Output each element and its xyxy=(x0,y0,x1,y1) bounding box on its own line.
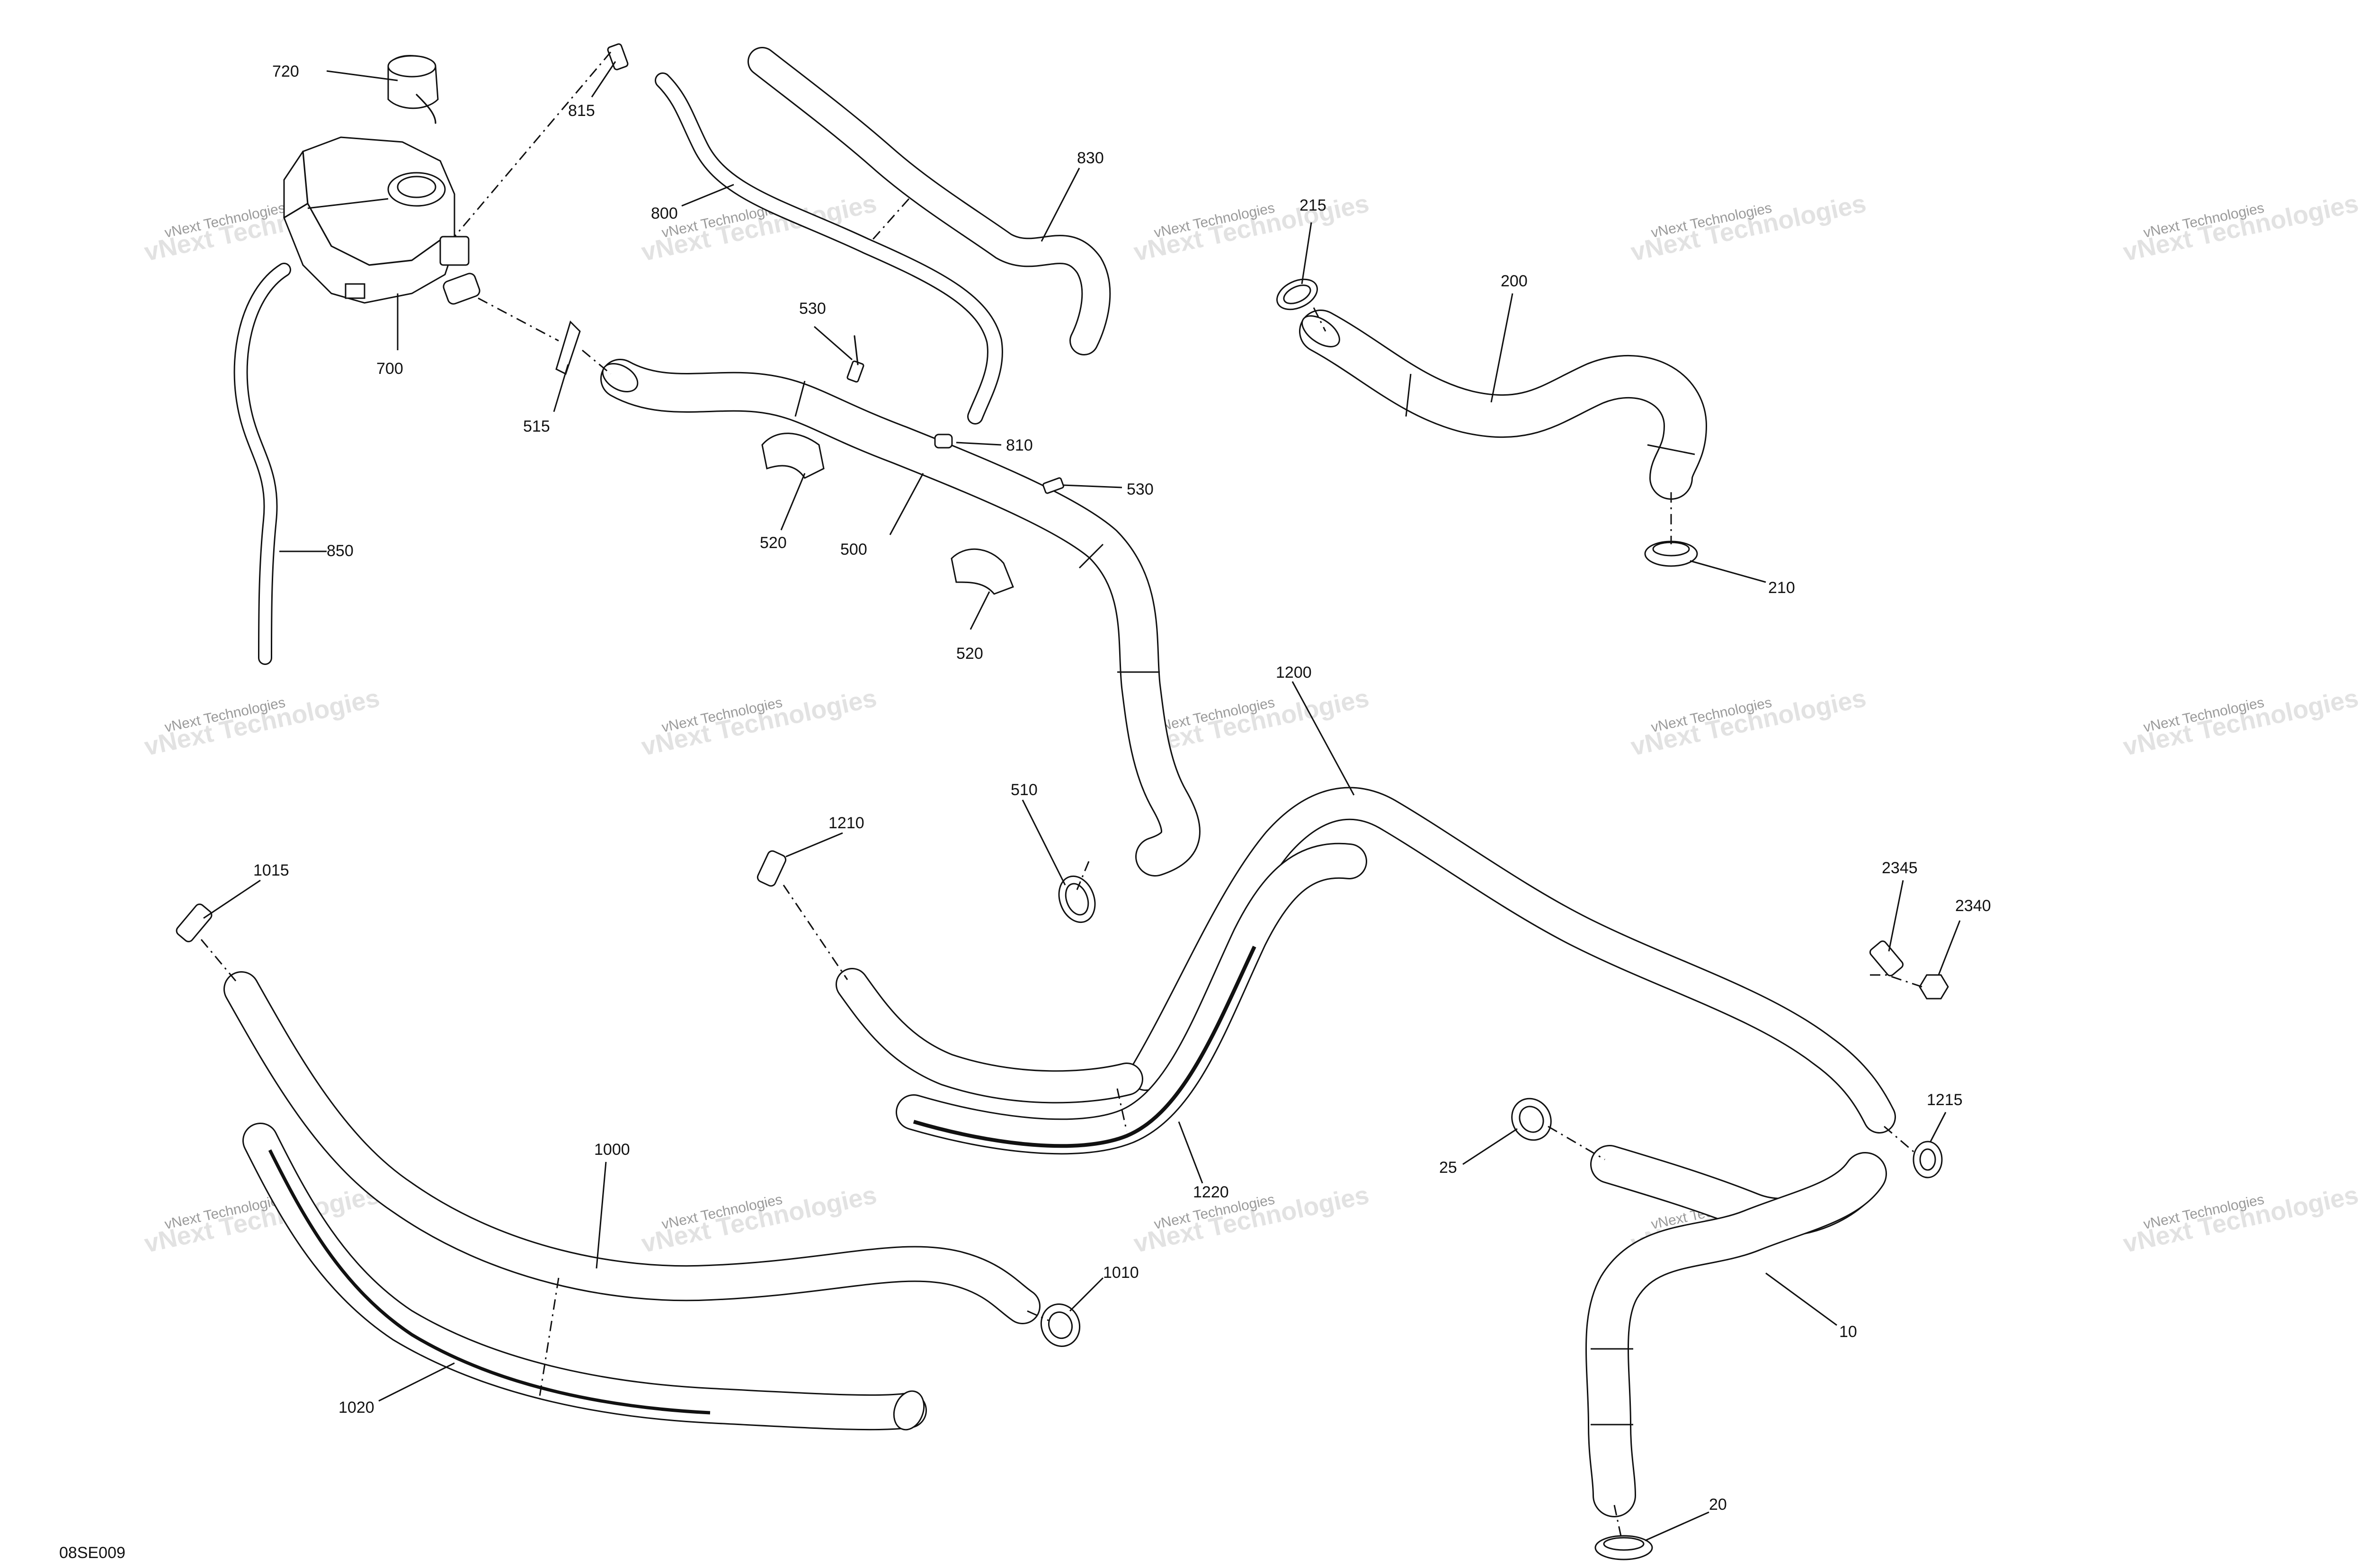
clip-815 xyxy=(607,43,629,71)
callout-labels: 720 815 800 830 700 515 850 530 810 530 … xyxy=(253,62,1991,1514)
clamp-510 xyxy=(1058,875,1096,923)
clamp-1010 xyxy=(1040,1303,1081,1347)
fitting-1015 xyxy=(176,904,213,942)
watermark-grid: vNext Technologies vNext Technologies vN… xyxy=(142,189,2361,1258)
hose-1210-segment xyxy=(836,968,1143,1104)
assembly-lines xyxy=(200,52,1922,1539)
hose-10 xyxy=(1585,1145,1887,1517)
callout-1015: 1015 xyxy=(253,861,289,879)
callout-810: 810 xyxy=(1006,436,1033,454)
fitting-1210 xyxy=(756,850,787,887)
callout-1220: 1220 xyxy=(1193,1183,1229,1201)
fitting-810 xyxy=(934,434,953,449)
callout-10: 10 xyxy=(1839,1323,1857,1341)
watermark: vNext Technologies vNext Technologies xyxy=(1131,1180,1372,1258)
clamp-210 xyxy=(1644,540,1698,567)
sensor-2345 xyxy=(1869,940,1904,976)
callout-20: 20 xyxy=(1709,1496,1727,1514)
watermark: vNext Technologies vNext Technologies xyxy=(142,1180,383,1258)
callout-815: 815 xyxy=(568,102,595,120)
callout-720: 720 xyxy=(272,62,299,80)
callout-1020: 1020 xyxy=(338,1399,374,1417)
callout-210: 210 xyxy=(1768,579,1795,597)
diagram-code: 08SE009 xyxy=(59,1544,125,1562)
callout-1010: 1010 xyxy=(1103,1264,1139,1282)
watermark: vNext Technologies vNext Technologies xyxy=(639,1180,880,1258)
hose-500-marks xyxy=(602,363,1160,673)
clamp-215 xyxy=(1276,278,1318,310)
callout-leaders xyxy=(203,61,1961,1541)
clamp-20 xyxy=(1594,1535,1653,1560)
callout-520-b: 520 xyxy=(956,645,983,663)
callout-515: 515 xyxy=(523,417,550,435)
callout-500: 500 xyxy=(840,540,867,558)
hose-1220 xyxy=(896,842,1367,1155)
bolt-530a xyxy=(846,335,864,383)
hose-830 xyxy=(747,47,1111,355)
callout-1000: 1000 xyxy=(594,1141,630,1159)
callout-1215: 1215 xyxy=(1927,1091,1963,1109)
clamp-25 xyxy=(1511,1098,1552,1141)
callout-800: 800 xyxy=(651,204,678,222)
nut-2340 xyxy=(1919,974,1949,1000)
bracket-520b xyxy=(951,548,1014,595)
callout-850: 850 xyxy=(327,542,354,560)
watermark: vNext Technologies vNext Technologies xyxy=(1628,683,1869,761)
callout-830: 830 xyxy=(1077,149,1104,167)
callout-25: 25 xyxy=(1439,1159,1457,1177)
callout-2340: 2340 xyxy=(1955,897,1991,915)
callout-1200: 1200 xyxy=(1276,664,1312,682)
hose-800 xyxy=(655,72,1003,425)
hose-1200 xyxy=(1129,787,1896,1134)
watermark: vNext Technologies vNext Technologies xyxy=(2121,189,2361,266)
hose-850 xyxy=(233,263,291,665)
callout-530-b: 530 xyxy=(1127,480,1154,498)
hose-1000 xyxy=(223,971,1041,1324)
bracket-520a xyxy=(761,433,825,479)
callout-520-a: 520 xyxy=(760,534,787,552)
watermark: vNext Technologies vNext Technologies xyxy=(2121,1180,2361,1258)
callout-700: 700 xyxy=(376,360,403,378)
callout-215: 215 xyxy=(1299,196,1326,214)
callout-530-a: 530 xyxy=(799,300,826,318)
watermark: vNext Technologies vNext Technologies xyxy=(142,683,383,761)
tank-cap xyxy=(387,55,439,124)
callout-2345: 2345 xyxy=(1882,859,1918,877)
bolt-530b xyxy=(1042,477,1064,494)
watermark: vNext Technologies vNext Technologies xyxy=(639,683,880,761)
hose-500 xyxy=(600,359,1201,877)
callout-510: 510 xyxy=(1011,781,1038,799)
hose-1020 xyxy=(242,1123,927,1431)
expansion-tank xyxy=(283,136,481,305)
watermark: vNext Technologies vNext Technologies xyxy=(2121,683,2361,761)
clamp-1215 xyxy=(1913,1141,1943,1178)
callout-200: 200 xyxy=(1501,272,1528,290)
watermark: vNext Technologies vNext Technologies xyxy=(1628,189,1869,266)
watermark: vNext Technologies vNext Technologies xyxy=(1131,189,1372,266)
hose-200 xyxy=(1299,310,1708,500)
callout-1210: 1210 xyxy=(828,814,864,832)
